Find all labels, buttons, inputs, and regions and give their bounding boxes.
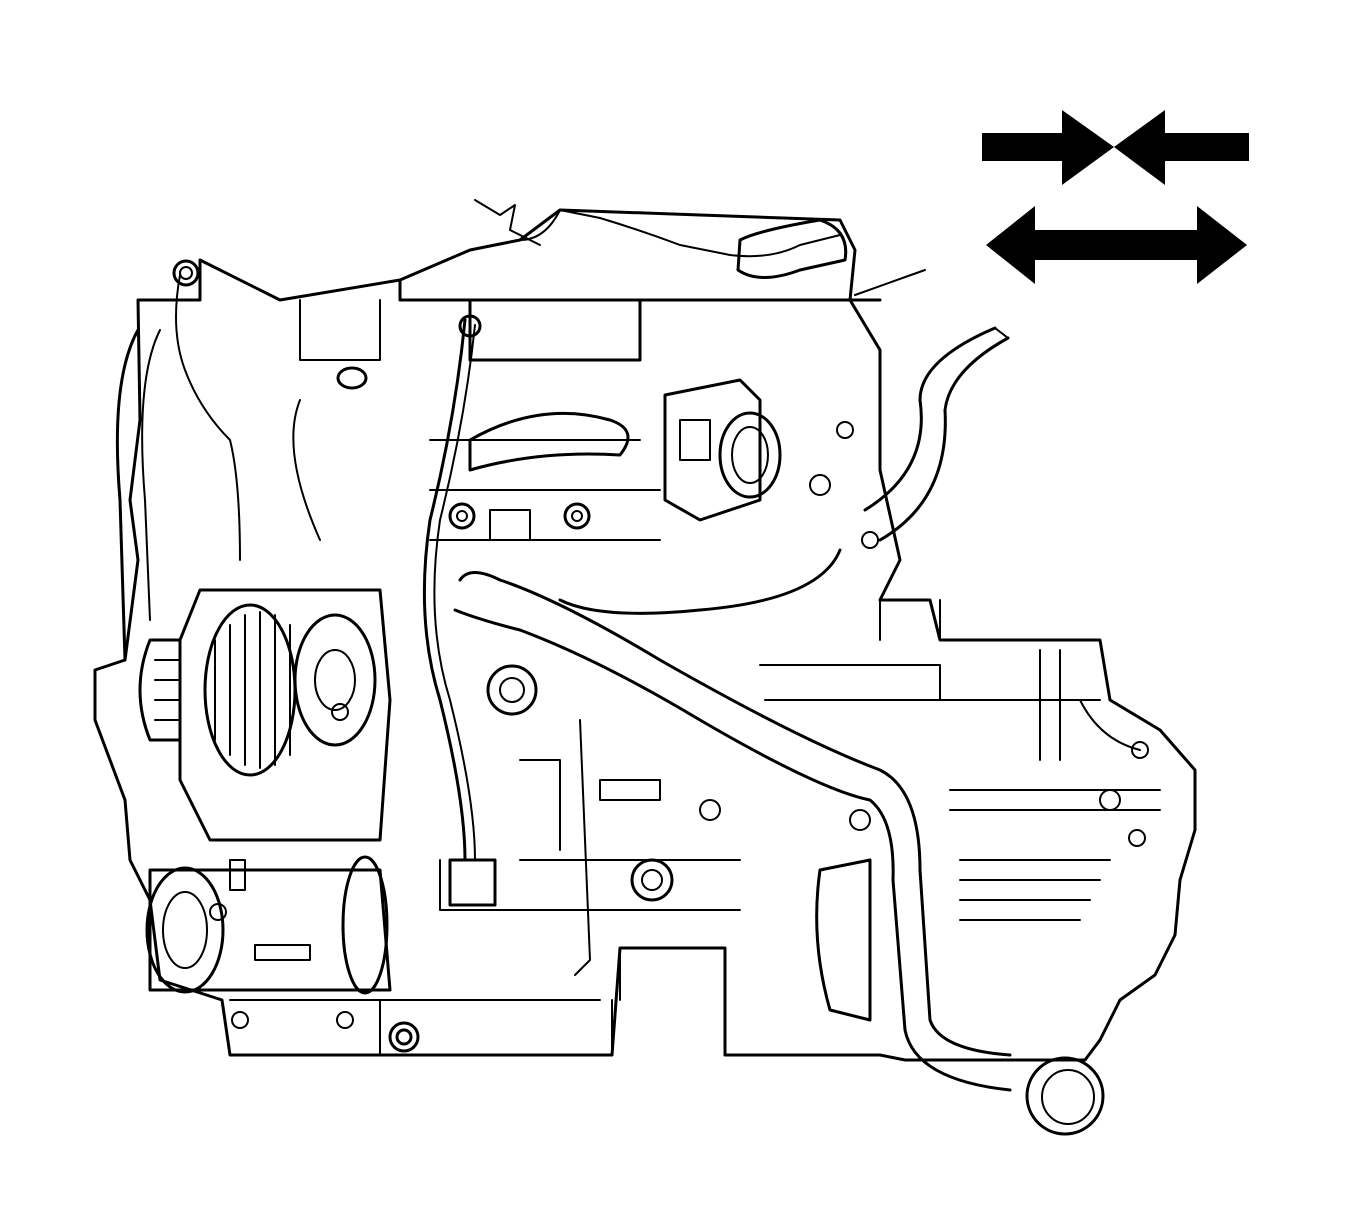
coolant-hose [458,571,1012,1057]
legend [982,110,1249,284]
arrow-double-headed-icon [986,206,1247,284]
arrows-converging-icon [982,110,1249,185]
alternator-icon [138,588,392,842]
engine-block-outline [93,208,1197,1062]
engine-assembly-icon [93,199,1197,1136]
ac-compressor-icon [145,855,392,995]
